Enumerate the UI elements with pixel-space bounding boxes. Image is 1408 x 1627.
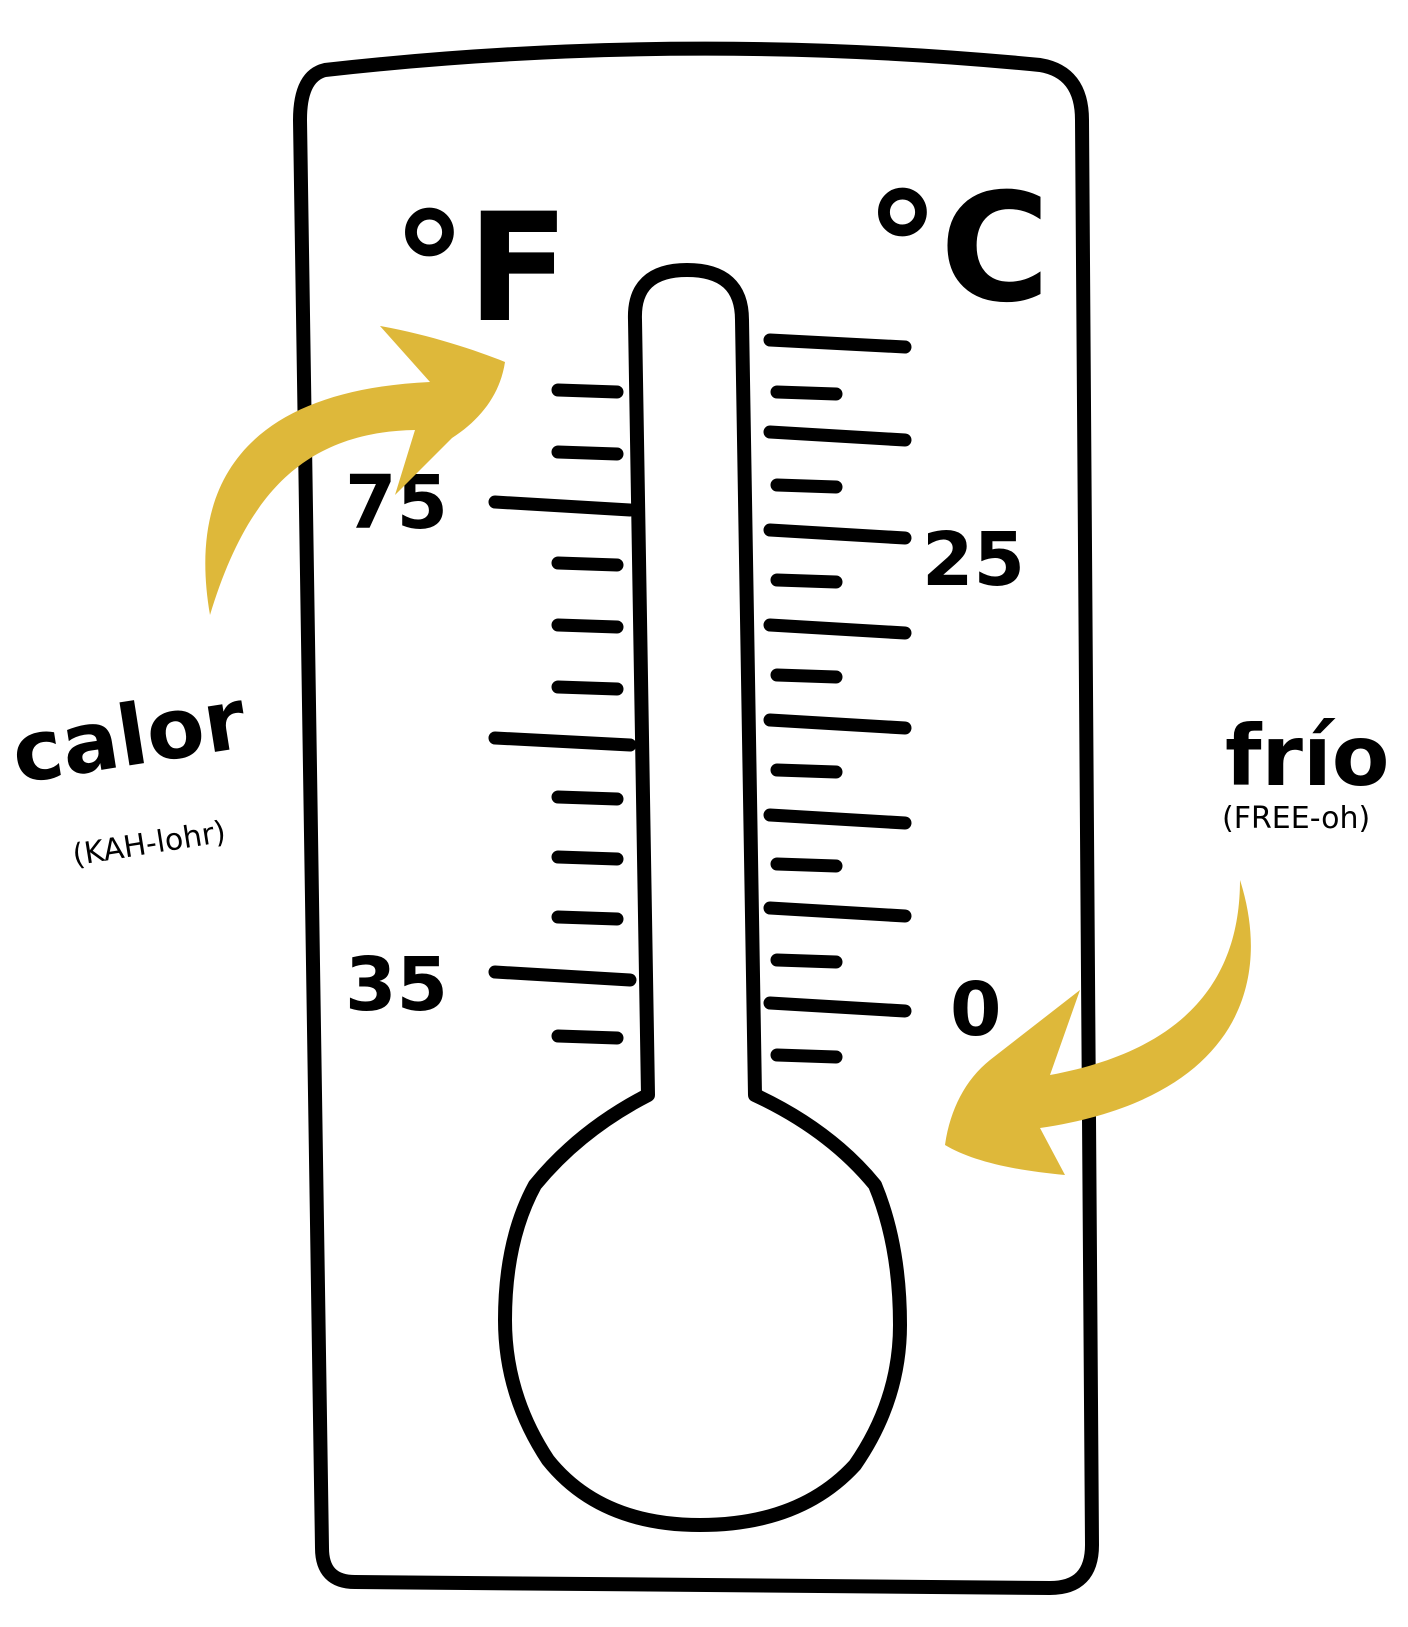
cold-word: frío xyxy=(1225,707,1389,805)
fahrenheit-tick xyxy=(558,390,617,392)
hot-word: calor xyxy=(5,669,252,803)
celsius-tick xyxy=(777,675,836,677)
celsius-tick xyxy=(777,580,836,582)
celsius-label-25: 25 xyxy=(922,517,1025,603)
fahrenheit-label-75: 75 xyxy=(345,460,448,546)
fahrenheit-tick xyxy=(558,1036,617,1038)
celsius-tick-major xyxy=(770,815,905,823)
celsius-tick-major xyxy=(770,1003,905,1011)
celsius-label-0: 0 xyxy=(950,967,1002,1053)
celsius-tick-major xyxy=(770,625,905,633)
celsius-tick-major xyxy=(770,340,905,347)
fahrenheit-tick xyxy=(558,687,617,689)
celsius-tick-major xyxy=(770,908,905,916)
celsius-tick-major xyxy=(770,530,905,538)
celsius-unit-label: °C xyxy=(865,162,1050,336)
fahrenheit-ticks xyxy=(495,390,630,1038)
celsius-ticks xyxy=(770,340,905,1057)
fahrenheit-tick xyxy=(558,563,617,565)
celsius-tick xyxy=(777,960,836,962)
fahrenheit-tick-major xyxy=(495,972,630,980)
fahrenheit-tick-major xyxy=(495,738,630,745)
celsius-tick xyxy=(777,392,836,394)
celsius-tick-major xyxy=(770,432,905,440)
celsius-tick xyxy=(777,1055,836,1057)
celsius-tick xyxy=(777,864,836,866)
cold-pronunciation: (FREE-oh) xyxy=(1222,801,1370,836)
fahrenheit-tick xyxy=(558,625,617,627)
fahrenheit-tick xyxy=(558,857,617,859)
celsius-tick-major xyxy=(770,720,905,728)
fahrenheit-tick xyxy=(558,917,617,919)
celsius-tick xyxy=(777,770,836,772)
fahrenheit-tick xyxy=(558,452,617,454)
fahrenheit-tick-major xyxy=(495,502,630,510)
hot-pronunciation: (KAH-lohr) xyxy=(70,815,228,874)
celsius-tick xyxy=(777,485,836,487)
fahrenheit-label-35: 35 xyxy=(345,942,448,1028)
fahrenheit-unit-label: °F xyxy=(392,182,569,356)
fahrenheit-tick xyxy=(558,797,617,799)
